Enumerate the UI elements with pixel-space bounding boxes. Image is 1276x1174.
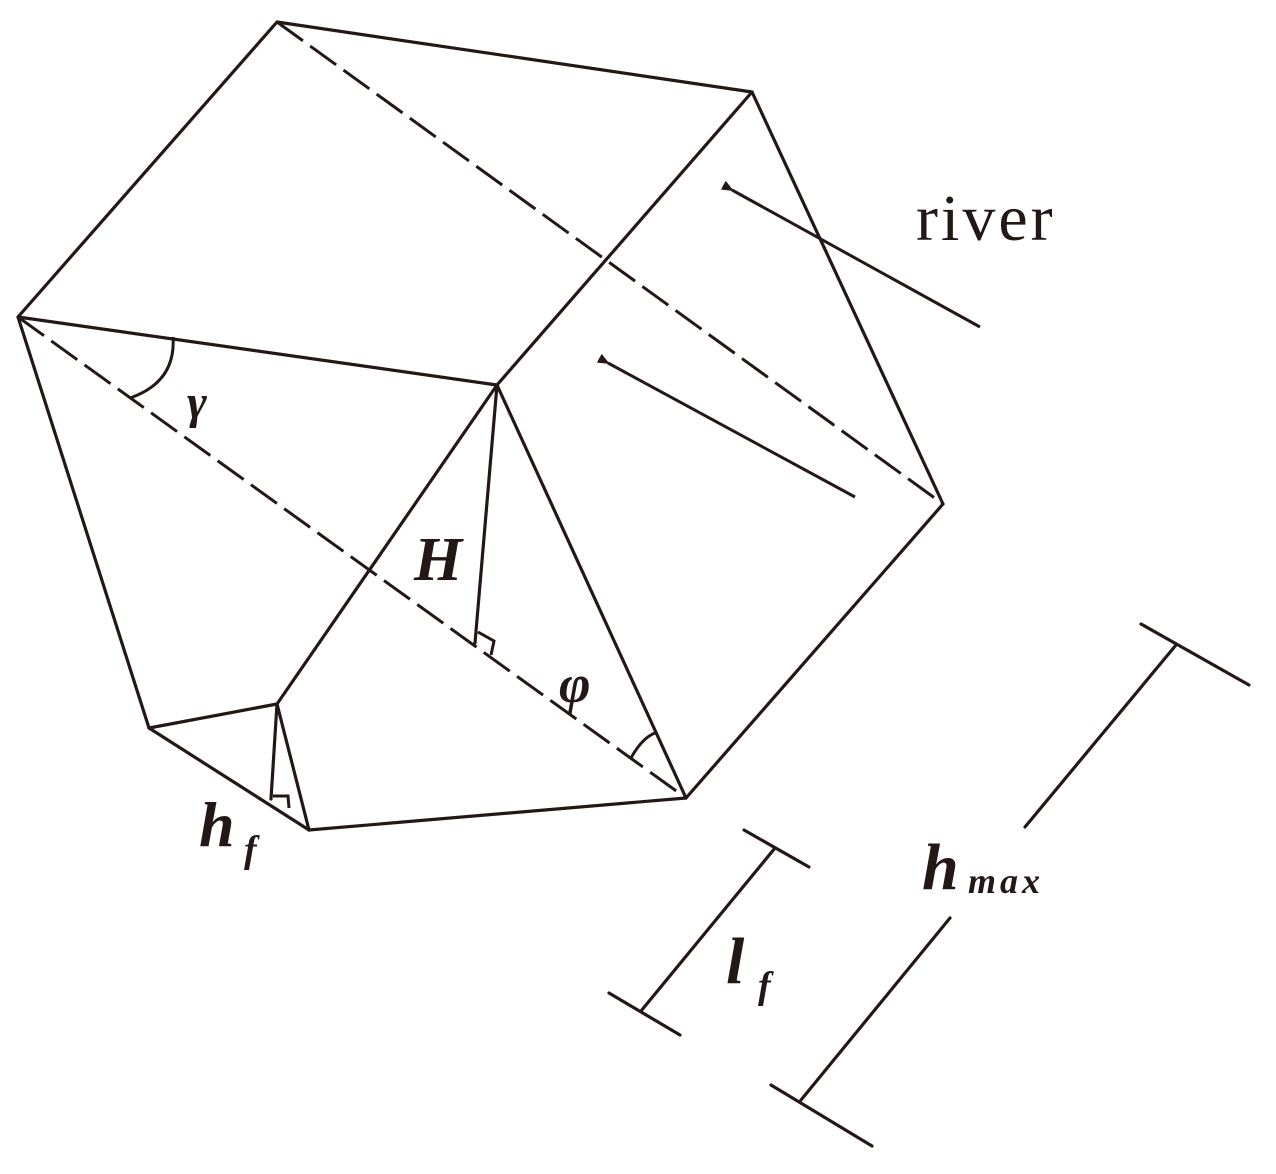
lf-dimension-line bbox=[639, 846, 777, 1013]
lf-tick-top bbox=[742, 828, 811, 869]
hmax-tick-top bbox=[1139, 622, 1251, 687]
phi-label: φ bbox=[559, 654, 591, 714]
apex-to-bottom-edge bbox=[495, 383, 688, 800]
hmax-dimension-line-top bbox=[1023, 643, 1178, 829]
river-label: river bbox=[916, 182, 1056, 255]
bottom-edge bbox=[307, 796, 688, 832]
gamma-label: γ bbox=[187, 376, 207, 429]
dashed-diagonal-bottom bbox=[17, 315, 687, 800]
lf-tick-bottom bbox=[607, 991, 682, 1037]
hf-label: h f bbox=[199, 789, 260, 871]
height-hf-line bbox=[269, 702, 279, 801]
hf-subscript: f bbox=[244, 829, 260, 871]
inner-point-bottom-edge bbox=[275, 702, 311, 832]
apex-to-inner-point-edge bbox=[275, 383, 499, 706]
hmax-subscript: max bbox=[968, 861, 1044, 901]
hmax-main: h bbox=[922, 831, 959, 904]
lf-subscript: f bbox=[758, 965, 774, 1007]
right-edge-top bbox=[750, 90, 945, 506]
hmax-label: h max bbox=[922, 831, 1044, 904]
angle-arc-phi bbox=[629, 731, 656, 759]
left-edge bbox=[16, 315, 151, 730]
flow-arrow-lower bbox=[596, 353, 856, 499]
angle-arc-gamma bbox=[129, 336, 175, 400]
flow-arrow-upper bbox=[720, 180, 981, 329]
inner-point-left-edge bbox=[147, 702, 279, 730]
right-angle-marker-H bbox=[477, 630, 496, 656]
lf-main: l bbox=[726, 925, 745, 998]
dashed-diagonal-top bbox=[276, 20, 944, 506]
right-angle-marker-hf bbox=[273, 794, 291, 809]
hmax-dimension-line-bottom bbox=[799, 916, 952, 1102]
top-face bbox=[16, 20, 754, 387]
hf-main: h bbox=[199, 789, 235, 860]
hmax-tick-bottom bbox=[769, 1083, 874, 1148]
bottom-left-edge bbox=[147, 726, 311, 832]
right-edge-bottom bbox=[684, 502, 945, 800]
height-H-line bbox=[473, 383, 499, 645]
lf-label: l f bbox=[726, 925, 774, 1007]
H-label: H bbox=[413, 526, 464, 594]
